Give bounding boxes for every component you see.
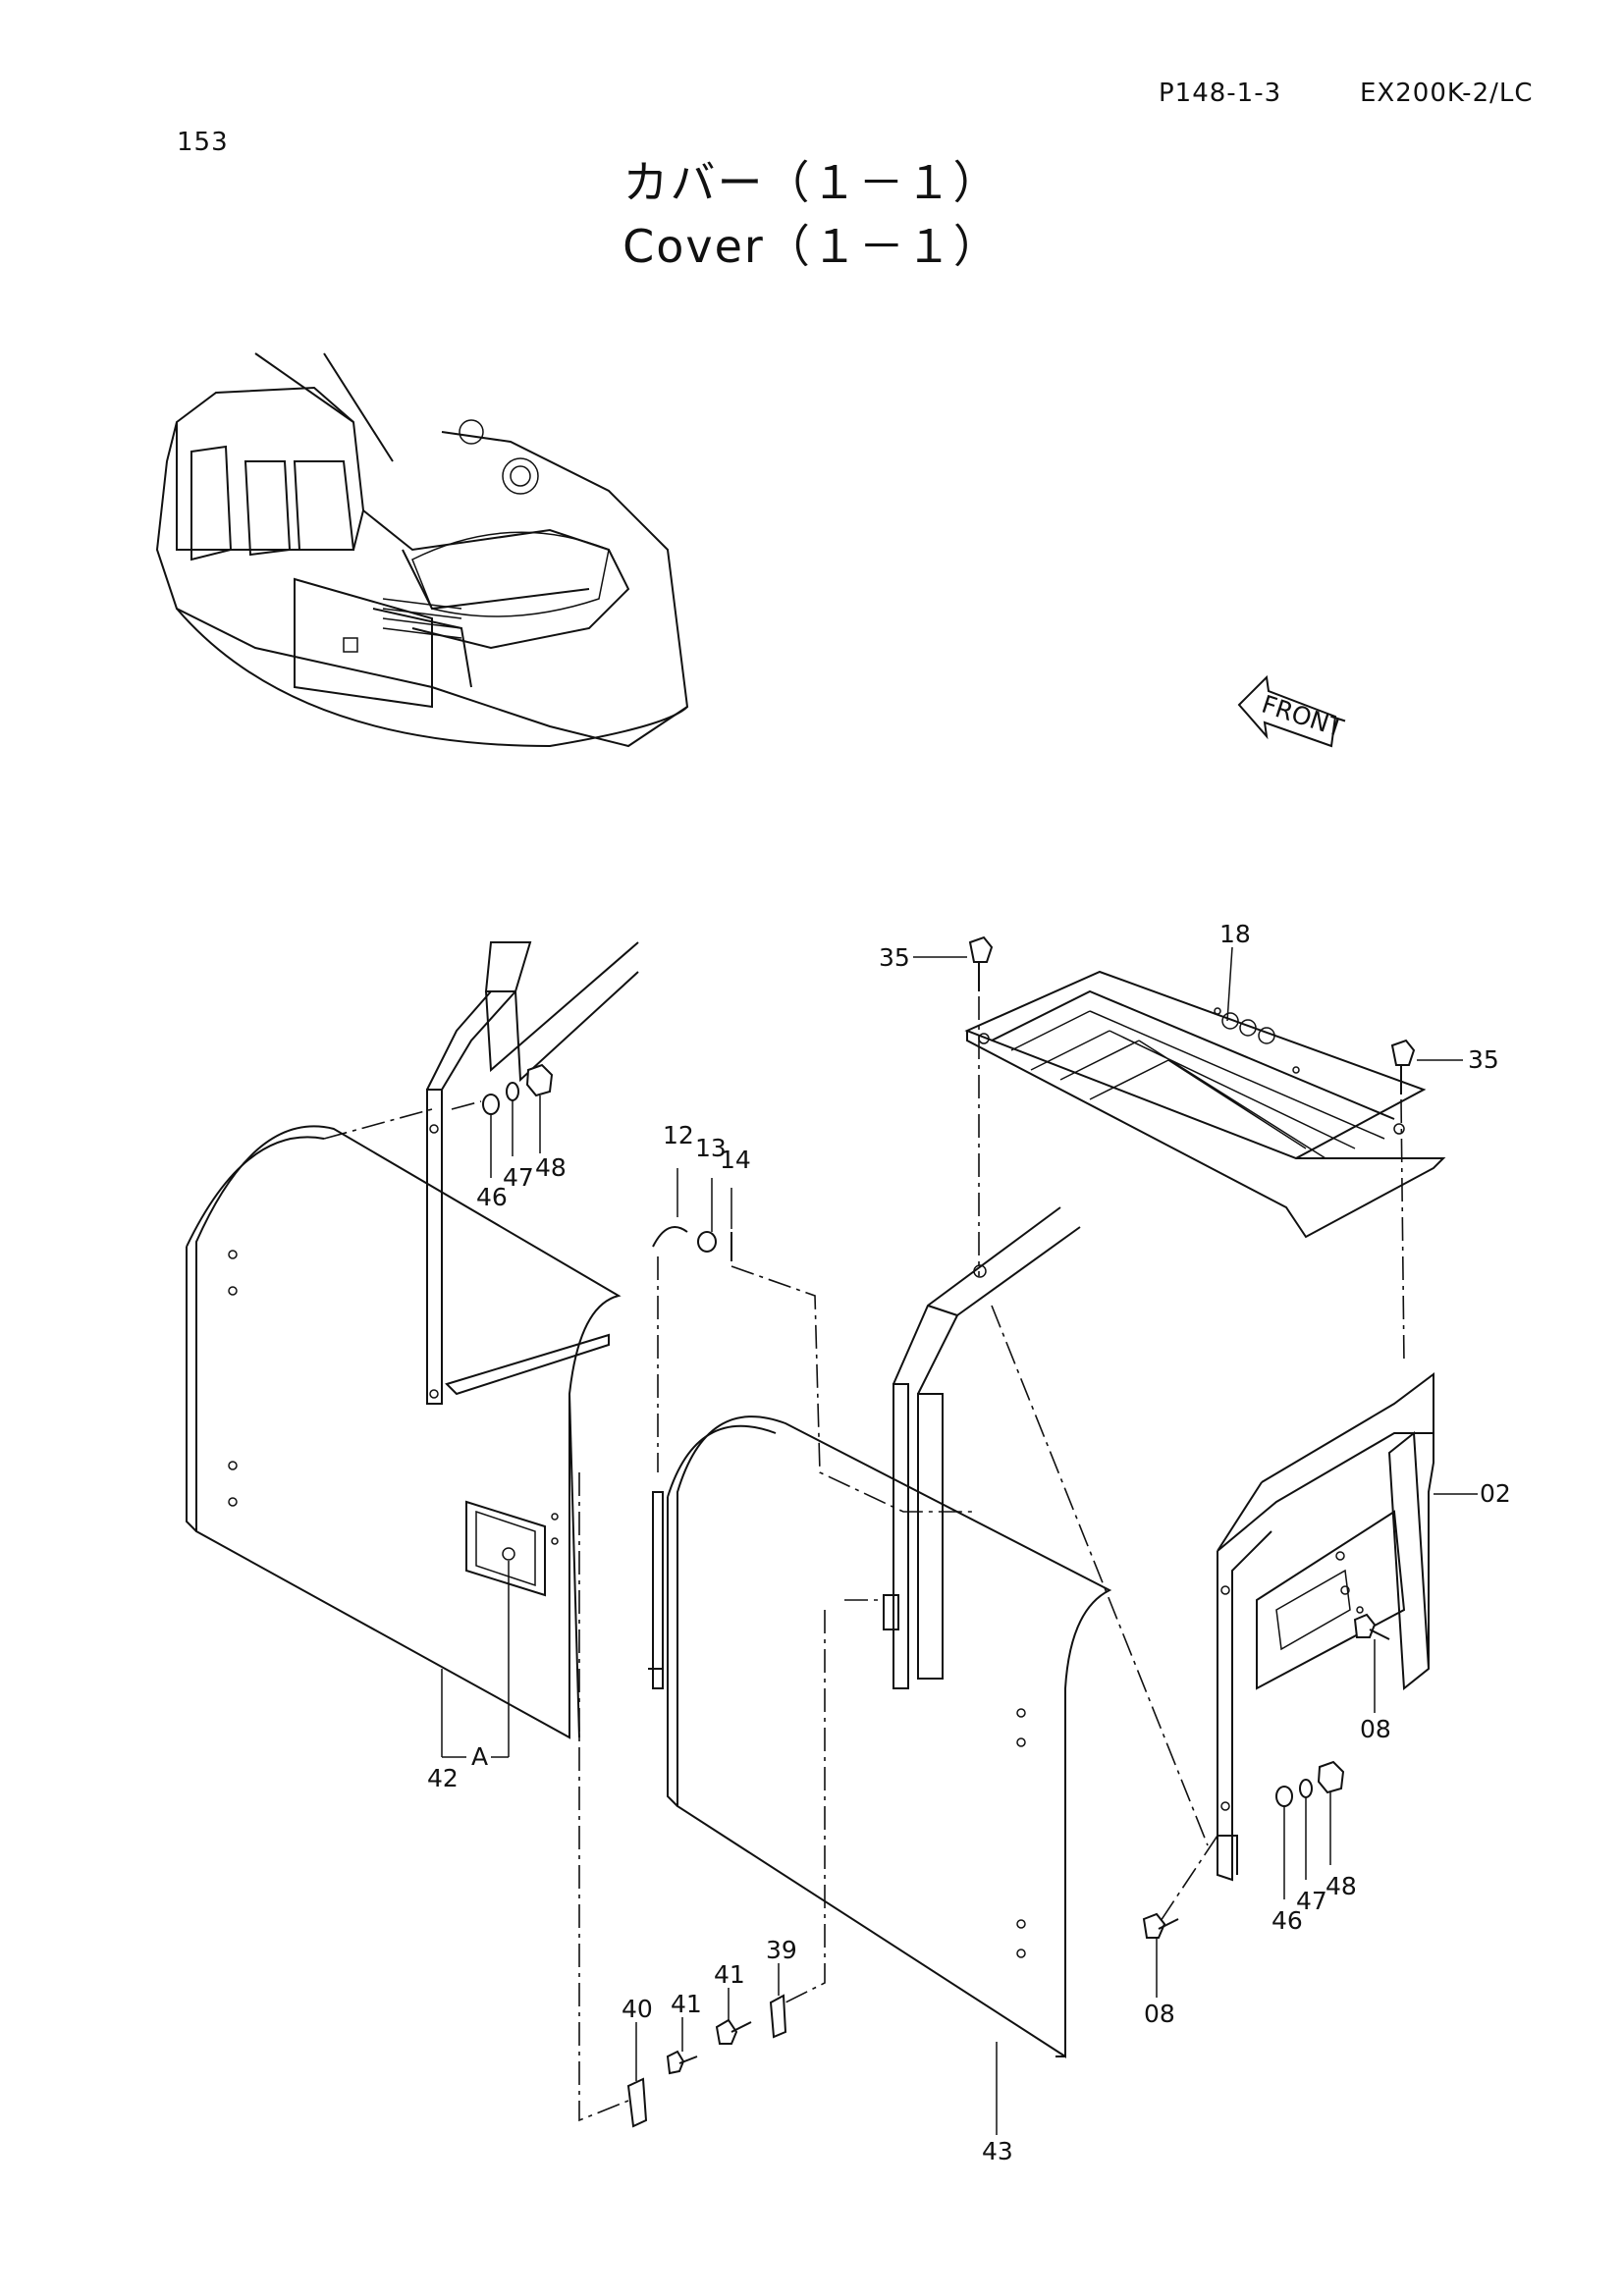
front-arrow: FRONT [1237,674,1347,748]
callout-39: 39 [766,1936,797,1964]
center-post [883,1206,1081,1689]
right-door-panel [648,1415,1112,2058]
callout-35-right: 35 [1468,1045,1499,1074]
bolts-08 [1142,1613,1390,1939]
callout-42: 42 [427,1764,459,1792]
callout-02: 02 [1480,1479,1511,1508]
callout-labels: 35 18 35 12 13 14 46 47 48 02 08 46 47 4… [427,920,1511,2165]
part-code: P148-1-3 [1159,79,1282,108]
callout-46-left: 46 [476,1183,508,1211]
callout-18: 18 [1219,920,1251,948]
callout-48-left: 48 [535,1153,567,1182]
page-number: 153 [177,128,229,157]
left-door-panel [186,1125,622,1739]
washer-nut-set-left [482,1063,554,1178]
callout-40: 40 [622,1995,653,2023]
callout-08-upper: 08 [1360,1715,1391,1743]
callout-13: 13 [695,1134,727,1162]
left-post [426,941,639,1405]
title-japanese: カバー（１－１） [622,156,1001,209]
bolts-35 [968,935,1416,1095]
callout-35-left: 35 [879,943,910,972]
model-code: EX200K-2/LC [1360,79,1534,108]
grommet-washer-pin [652,1168,732,1261]
callout-41-left: 41 [671,1990,702,2018]
callout-47-right: 47 [1296,1887,1327,1915]
top-grille [964,970,1446,1239]
right-frame [1217,1372,1434,1882]
machine-overview-sketch [155,352,689,748]
callout-48-right: 48 [1325,1872,1357,1900]
callout-43: 43 [982,2137,1013,2165]
assembly-lines [323,996,1405,2122]
leader-lines [441,946,1478,2135]
callout-12: 12 [663,1121,694,1149]
latch-hardware [626,1994,787,2128]
callout-47-left: 47 [503,1163,534,1192]
callout-08-lower: 08 [1144,2000,1175,2028]
callout-41-right: 41 [714,1960,745,1989]
callout-46-right: 46 [1271,1906,1303,1935]
washer-nut-set-right [1275,1760,1345,1899]
callout-A: A [471,1742,488,1771]
title-english: Cover（１－１） [622,220,1001,273]
callout-14: 14 [720,1146,751,1174]
